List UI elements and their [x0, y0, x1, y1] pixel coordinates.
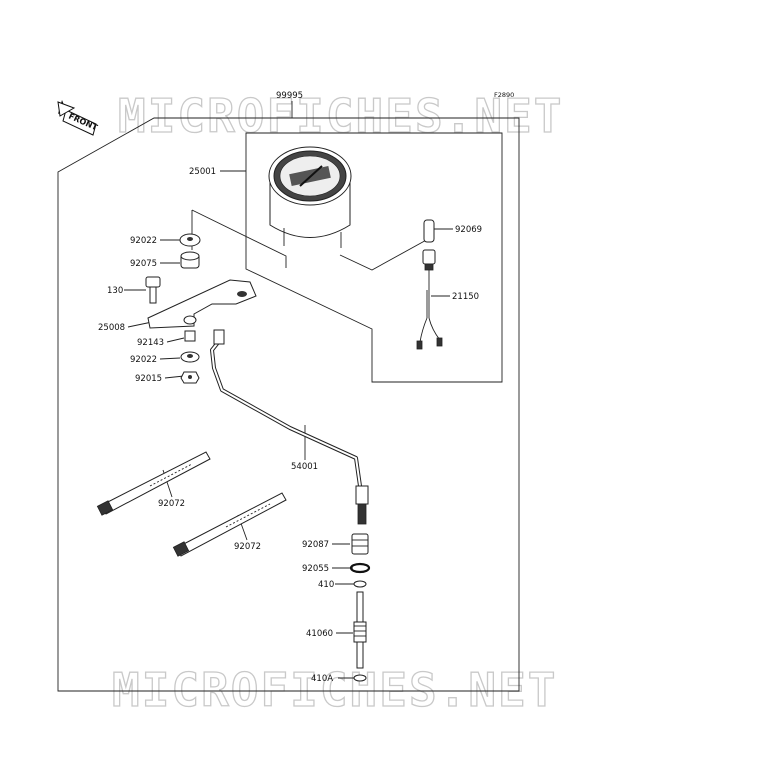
callout-25008: 25008 — [98, 323, 125, 333]
lamp-bulb-part — [423, 219, 435, 243]
speedometer-cable-part — [210, 329, 369, 525]
assembly-frame-outer — [57, 117, 520, 692]
callout-92022-bottom: 92022 — [130, 355, 157, 365]
washer-top-part — [179, 233, 201, 247]
bracket-part — [147, 279, 257, 329]
cable-band-right-part — [172, 492, 287, 557]
callout-41060: 41060 — [306, 629, 333, 639]
callout-92072-left: 92072 — [158, 499, 185, 509]
callout-92087: 92087 — [302, 540, 329, 550]
washer-410a-part — [353, 674, 367, 682]
washer-410-part — [353, 580, 367, 588]
nut-part — [180, 371, 200, 384]
callout-92072-right: 92072 — [234, 542, 261, 552]
callout-92075: 92075 — [130, 259, 157, 269]
damper-part — [180, 251, 200, 269]
assembly-frame-meter — [245, 132, 503, 383]
callout-99995: 99995 — [276, 91, 303, 101]
ref-code: F2890 — [494, 91, 514, 99]
o-ring-part — [349, 562, 371, 574]
bolt-part — [145, 276, 161, 304]
callout-410a: 410A — [311, 674, 333, 684]
callout-25001: 25001 — [189, 167, 216, 177]
callout-92069: 92069 — [455, 225, 482, 235]
front-arrow-icon: FRONT — [57, 100, 99, 136]
callout-54001: 54001 — [291, 462, 318, 472]
gear-shaft-part — [353, 591, 367, 669]
bushing-part — [351, 533, 369, 555]
callout-92143: 92143 — [137, 338, 164, 348]
lamp-socket-part — [416, 249, 443, 350]
callout-92015: 92015 — [135, 374, 162, 384]
speedometer-part — [268, 146, 352, 248]
callout-21150: 21150 — [452, 292, 479, 302]
cable-band-left-part — [96, 451, 211, 516]
watermark-bottom: MICROFICHES.NET — [112, 663, 557, 717]
callout-92022-top: 92022 — [130, 236, 157, 246]
collar-part — [184, 330, 196, 342]
callout-92055: 92055 — [302, 564, 329, 574]
callout-130: 130 — [107, 286, 123, 296]
watermark-top: MICROFICHES.NET — [118, 89, 563, 143]
washer-bottom-part — [180, 351, 200, 363]
callout-410: 410 — [318, 580, 334, 590]
